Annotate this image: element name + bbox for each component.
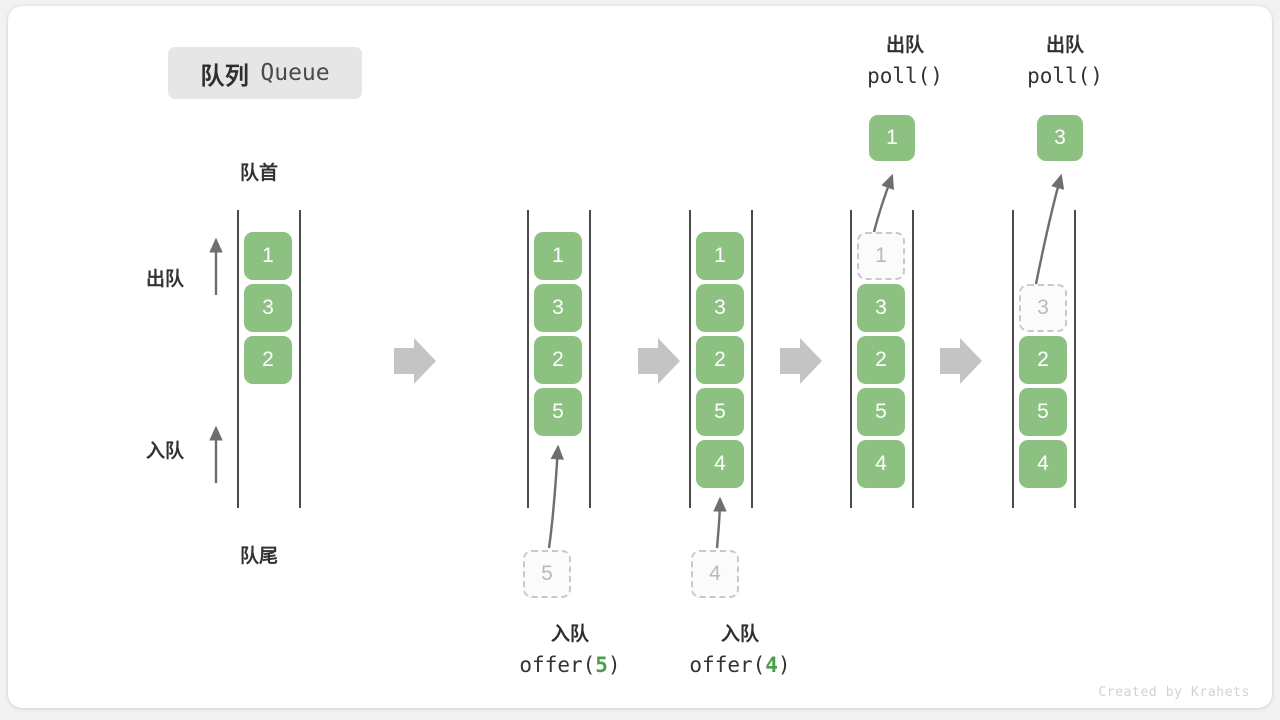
operation-label-offer-4: 入队 offer(4)	[680, 620, 800, 682]
rail-right-col-5	[1074, 210, 1076, 508]
front-label: 队首	[240, 163, 279, 184]
queue-cell: 1	[534, 232, 582, 280]
fn-name-poll-1: poll(	[867, 64, 931, 89]
rail-right-col-3	[751, 210, 753, 508]
rail-left-col-5	[1012, 210, 1014, 508]
operation-code-offer-4: offer(4)	[680, 649, 800, 682]
fn-close-offer-4: )	[777, 653, 791, 678]
rear-label: 队尾	[240, 546, 279, 567]
diagram-card	[8, 6, 1272, 708]
queue-cell-ghost: 1	[857, 232, 905, 280]
popped-cell-3: 3	[1037, 115, 1083, 161]
queue-cell: 4	[1019, 440, 1067, 488]
queue-cell: 3	[244, 284, 292, 332]
fn-arg-offer-4: 4	[765, 653, 778, 678]
fn-name-poll-3: poll(	[1027, 64, 1091, 89]
queue-cell: 2	[857, 336, 905, 384]
queue-cell: 4	[857, 440, 905, 488]
rail-left-col-2	[527, 210, 529, 508]
queue-cell: 2	[1019, 336, 1067, 384]
operation-label-poll-3: 出队 poll()	[1005, 31, 1125, 93]
operation-label-offer-5: 入队 offer(5)	[510, 620, 630, 682]
queue-cell: 1	[244, 232, 292, 280]
operation-cn-offer-4: 入队	[720, 624, 759, 645]
watermark: Created by Krahets	[1098, 685, 1250, 700]
queue-cell: 2	[534, 336, 582, 384]
queue-cell: 5	[696, 388, 744, 436]
fn-name-offer-4: offer(	[689, 653, 766, 678]
queue-cell: 3	[534, 284, 582, 332]
rail-right-col-2	[589, 210, 591, 508]
queue-cell: 3	[696, 284, 744, 332]
queue-cell: 5	[534, 388, 582, 436]
fn-arg-offer-5: 5	[595, 653, 608, 678]
operation-cn-offer-5: 入队	[550, 624, 589, 645]
queue-cell: 5	[857, 388, 905, 436]
rail-left-col-4	[850, 210, 852, 508]
operation-label-poll-1: 出队 poll()	[845, 31, 965, 93]
queue-cell: 4	[696, 440, 744, 488]
queue-cell: 5	[1019, 388, 1067, 436]
operation-cn-poll-1: 出队	[885, 35, 924, 56]
title-badge: 队列 Queue	[168, 47, 362, 99]
enqueue-side-label: 入队	[146, 441, 185, 462]
title-label-cn: 队列	[200, 62, 250, 90]
pending-enqueue-cell-4: 4	[691, 550, 739, 598]
queue-cell: 1	[696, 232, 744, 280]
fn-close-poll-3: )	[1090, 64, 1103, 89]
fn-name-offer-5: offer(	[519, 653, 596, 678]
popped-cell-1: 1	[869, 115, 915, 161]
rail-left-col-1	[237, 210, 239, 508]
title-label-en: Queue	[260, 60, 330, 86]
dequeue-side-label: 出队	[146, 269, 185, 290]
rail-right-col-4	[912, 210, 914, 508]
operation-code-poll-3: poll()	[1005, 60, 1125, 93]
rail-right-col-1	[299, 210, 301, 508]
fn-close-poll-1: )	[930, 64, 943, 89]
operation-code-offer-5: offer(5)	[510, 649, 630, 682]
queue-cell: 2	[244, 336, 292, 384]
queue-cell: 2	[696, 336, 744, 384]
pending-enqueue-cell-5: 5	[523, 550, 571, 598]
queue-cell: 3	[857, 284, 905, 332]
fn-close-offer-5: )	[607, 653, 621, 678]
queue-cell-ghost: 3	[1019, 284, 1067, 332]
operation-code-poll-1: poll()	[845, 60, 965, 93]
rail-left-col-3	[689, 210, 691, 508]
operation-cn-poll-3: 出队	[1045, 35, 1084, 56]
